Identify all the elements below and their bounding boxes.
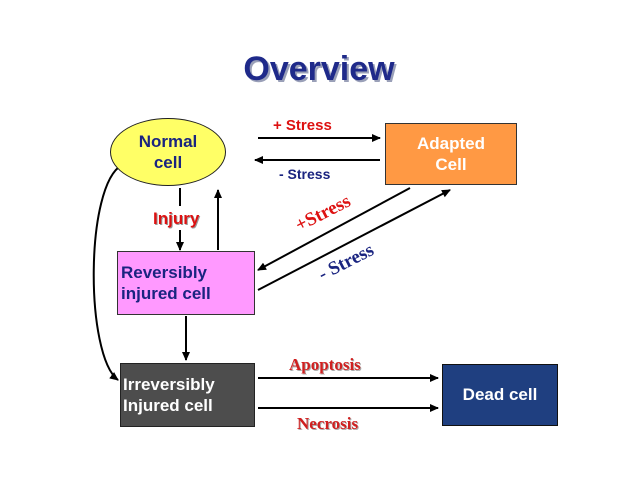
label-minus-stress: - Stress xyxy=(279,166,331,182)
label-plus-stress: + Stress xyxy=(273,117,332,134)
node-reversibly-injured-cell: Reversibly injured cell xyxy=(117,251,255,315)
node-irreversible-line2: Injured cell xyxy=(123,396,213,415)
arrow-normal-to-irreversible xyxy=(92,164,123,381)
label-apoptosis: Apoptosis xyxy=(289,355,361,374)
label-necrosis: Necrosis xyxy=(297,414,359,433)
node-normal-cell: Normal cell xyxy=(110,118,226,186)
label-injury: Injury xyxy=(153,209,200,228)
node-reversible-line2: injured cell xyxy=(121,284,211,303)
node-dead-cell: Dead cell xyxy=(442,364,558,426)
node-normal-line2: cell xyxy=(153,153,183,172)
node-irreversible-line1: Irreversibly xyxy=(123,374,215,394)
node-reversible-line1: Reversibly xyxy=(121,262,207,282)
arrow-adapted-to-reversible xyxy=(257,187,411,271)
node-adapted-line2: Cell xyxy=(435,155,467,174)
node-adapted-line1: Adapted xyxy=(417,133,485,153)
node-normal-line1: Normal xyxy=(138,131,198,151)
page-title: Overview xyxy=(243,50,395,88)
arrow-reversible-to-adapted xyxy=(257,189,451,291)
